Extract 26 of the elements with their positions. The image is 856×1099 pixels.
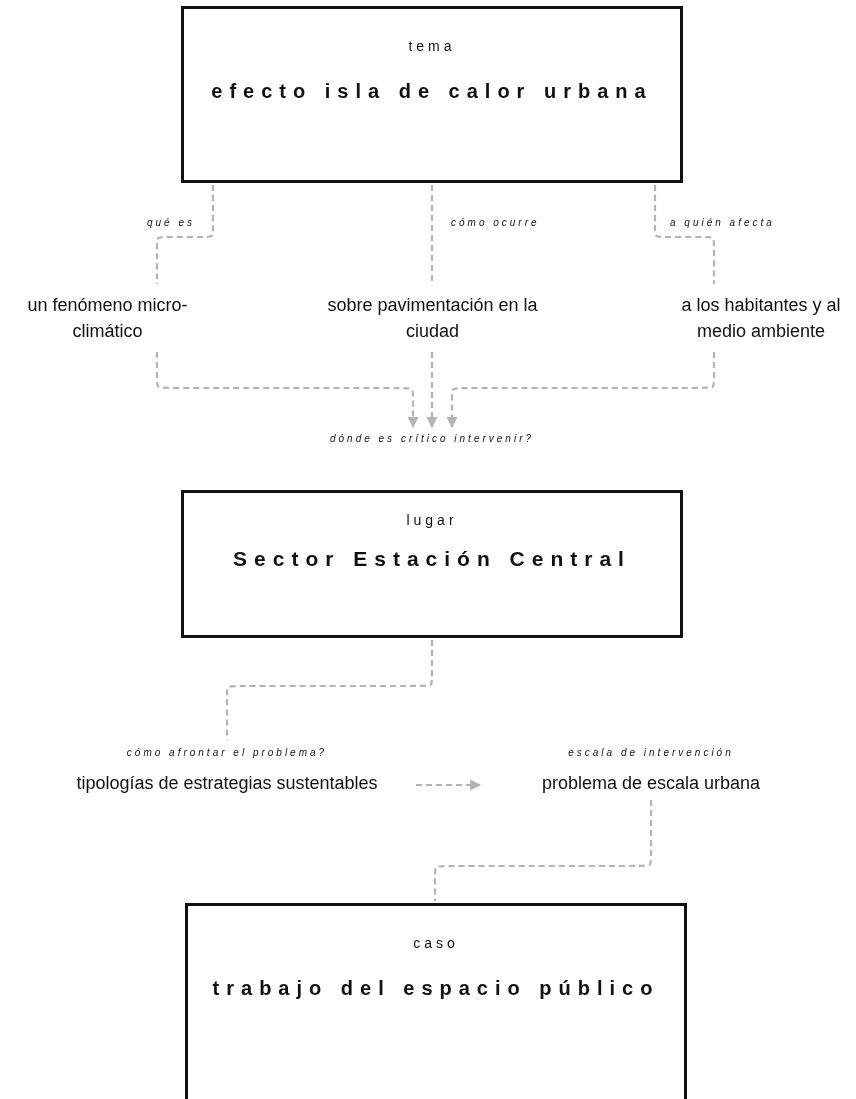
answer-text: problema de escala urbana [541, 772, 761, 795]
box-title: trabajo del espacio público [211, 976, 661, 1001]
topic-box [181, 6, 683, 183]
question-label: escala de intervención [568, 747, 734, 758]
dashed-connector [653, 185, 716, 284]
dashed-arrow [155, 352, 419, 429]
dashed-arrow [426, 352, 438, 429]
answer-text: tipologías de estrategias sustentables [76, 772, 378, 795]
answer-text: a los habitantes y al medio ambiente [680, 294, 842, 343]
question-label: cómo afrontar el problema? [126, 747, 328, 758]
dashed-connector [433, 800, 653, 901]
answer-text: un fenómeno micro-climático [26, 294, 189, 343]
question-label: dónde es crítico intervenir? [329, 433, 535, 444]
box-title: Sector Estación Central [232, 546, 632, 572]
dashed-arrow [446, 352, 716, 429]
box-title: efecto isla de calor urbana [210, 79, 654, 104]
dashed-connector [155, 185, 215, 284]
box-heading: tema [408, 38, 456, 54]
answer-text: sobre pavimentación en la ciudad [326, 294, 539, 343]
dashed-arrow [416, 779, 482, 791]
case-box [185, 903, 687, 1099]
dashed-connector [430, 185, 434, 284]
dashed-connector [225, 640, 434, 740]
box-heading: lugar [406, 512, 458, 528]
place-box [181, 490, 683, 638]
box-heading: caso [413, 935, 459, 951]
